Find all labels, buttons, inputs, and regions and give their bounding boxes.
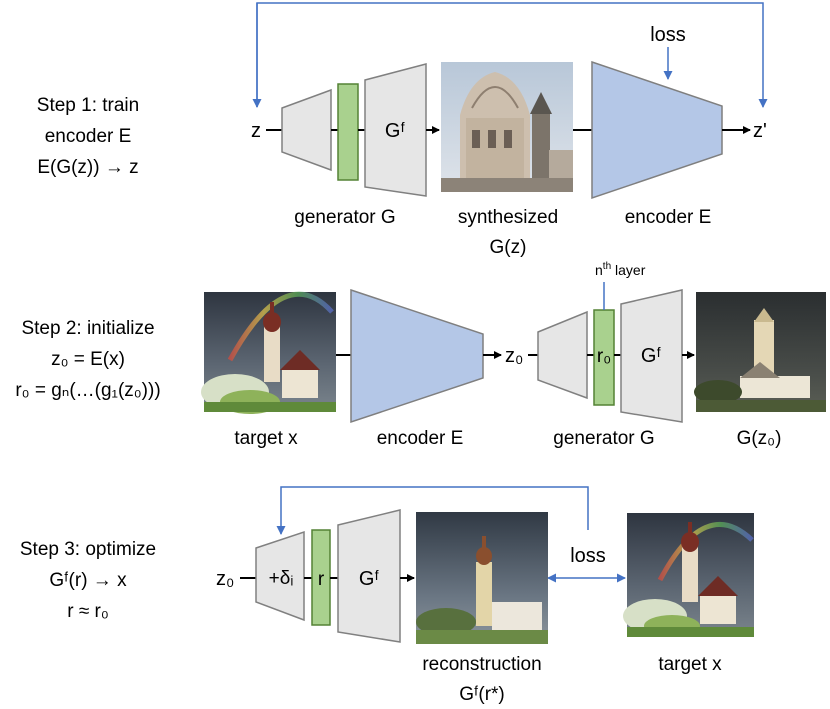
row3-target-caption: target x: [658, 654, 722, 675]
row2-nth-layer-label: nth layer: [595, 261, 646, 278]
step1-formula: E(G(z)) → z: [37, 157, 138, 178]
row2-pipeline: z₀ r₀ nth layer Gᶠ target x encoder E ge…: [201, 261, 826, 449]
row3-r-label: r: [318, 569, 325, 590]
row2-r0-label: r₀: [597, 346, 611, 367]
row1-output-label: z': [753, 120, 767, 142]
row2-z0-label: z₀: [505, 345, 523, 367]
row3-recon-caption: reconstruction: [422, 654, 541, 675]
row3-target-image: [623, 513, 754, 637]
row2-generator-caption: generator G: [553, 428, 654, 449]
synthesized-image: [441, 62, 573, 192]
row3-loss-label: loss: [570, 545, 606, 567]
step2-title: Step 2: initialize: [21, 318, 154, 339]
row1-encoder-block: [591, 60, 723, 200]
row1-generator-caption: generator G: [294, 207, 395, 228]
row1-gf-label: Gᶠ: [385, 120, 406, 142]
step3-label: Step 3: optimize Gᶠ(r) → x r ≈ r₀: [20, 539, 156, 622]
step1-title: Step 1: train: [37, 95, 139, 116]
row2-gf-label: Gᶠ: [641, 345, 662, 367]
row3-delta-block: [255, 530, 305, 622]
row2-generator-first-block: [537, 310, 588, 400]
row2-target-image: [201, 291, 336, 414]
row3-gf-block: [337, 509, 401, 643]
step3-constraint: r ≈ r₀: [67, 601, 109, 622]
row1-generator-layer: [337, 83, 359, 181]
step3-title: Step 3: optimize: [20, 539, 156, 560]
row2-encoder-caption: encoder E: [377, 428, 464, 449]
row3-reconstruction-image: [416, 512, 548, 644]
row2-gf-block: [620, 289, 683, 423]
step1-label: Step 1: train encoder E E(G(z)) → z: [37, 95, 139, 178]
row1-generator-first-block: [281, 88, 332, 172]
row1-loss-label: loss: [650, 24, 686, 46]
row1-synth-caption: synthesized: [458, 207, 558, 228]
row1-gf-block: [364, 63, 427, 197]
row3-z0-label: z₀: [216, 568, 234, 590]
step2-formula-r0: r₀ = gₙ(…(g₁(z₀))): [15, 380, 160, 401]
row3-delta-label: +δᵢ: [269, 568, 294, 589]
row3-recon-caption-formula: Gᶠ(r*): [459, 684, 505, 705]
step3-formula: Gᶠ(r) → x: [49, 570, 127, 591]
row2-encoder-block: [350, 288, 484, 424]
step2-label: Step 2: initialize z₀ = E(x) r₀ = gₙ(…(g…: [15, 318, 160, 401]
row3-loss-feedback-arrow: [276, 486, 589, 535]
row1-z-label: z: [251, 120, 261, 142]
row1-pipeline: loss z Gᶠ z' generator G synthesiz: [251, 2, 768, 258]
row3-gf-label: Gᶠ: [359, 568, 380, 590]
row1-synth-caption-formula: G(z): [490, 237, 527, 258]
step1-subtitle: encoder E: [45, 126, 132, 147]
row2-generated-image: [694, 292, 826, 412]
row2-output-caption: G(z₀): [737, 428, 782, 449]
step2-formula-z0: z₀ = E(x): [51, 349, 125, 370]
row2-target-caption: target x: [234, 428, 298, 449]
row3-pipeline: loss z₀ +δᵢ r Gᶠ: [216, 486, 754, 705]
row1-encoder-caption: encoder E: [625, 207, 712, 228]
